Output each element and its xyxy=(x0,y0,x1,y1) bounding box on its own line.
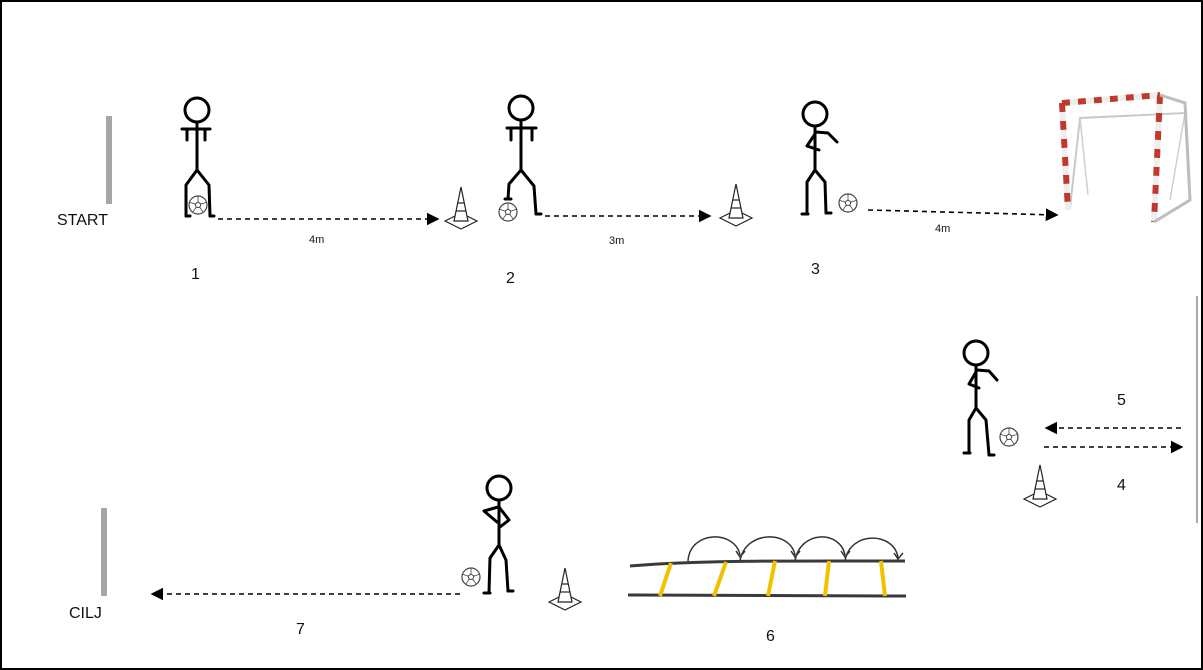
cone-icon xyxy=(548,567,582,611)
player-figure-1 xyxy=(180,96,216,218)
distance-label-1: 4m xyxy=(309,234,325,246)
station-number-3: 3 xyxy=(811,261,820,278)
player-figure-7 xyxy=(482,474,515,595)
cone-icon xyxy=(1023,464,1057,508)
ball-icon xyxy=(188,195,208,215)
player-figure-3 xyxy=(800,100,839,216)
start-label: START xyxy=(57,212,108,229)
station-number-6: 6 xyxy=(766,628,775,645)
cone-icon xyxy=(719,183,753,227)
station-number-4: 4 xyxy=(1117,477,1126,494)
start-post xyxy=(106,116,112,204)
distance-label-2: 3m xyxy=(609,235,625,247)
station-number-1: 1 xyxy=(191,266,200,283)
station-number-5: 5 xyxy=(1117,392,1126,409)
goal-icon xyxy=(1059,92,1192,224)
cone-icon xyxy=(444,186,478,230)
station-number-2: 2 xyxy=(506,270,515,287)
ball-icon xyxy=(461,567,481,587)
player-figure-4 xyxy=(962,339,999,457)
player-figure-2 xyxy=(503,94,543,216)
distance-label-3: 4m xyxy=(935,223,951,235)
station-number-7: 7 xyxy=(296,621,305,638)
finish-post xyxy=(101,508,107,596)
ball-icon xyxy=(999,427,1019,447)
ball-icon xyxy=(838,193,858,213)
arrow-3-to-goal xyxy=(867,208,1059,222)
ball-icon xyxy=(498,202,518,222)
finish-label: CILJ xyxy=(69,605,102,622)
agility-ladder xyxy=(627,536,907,598)
